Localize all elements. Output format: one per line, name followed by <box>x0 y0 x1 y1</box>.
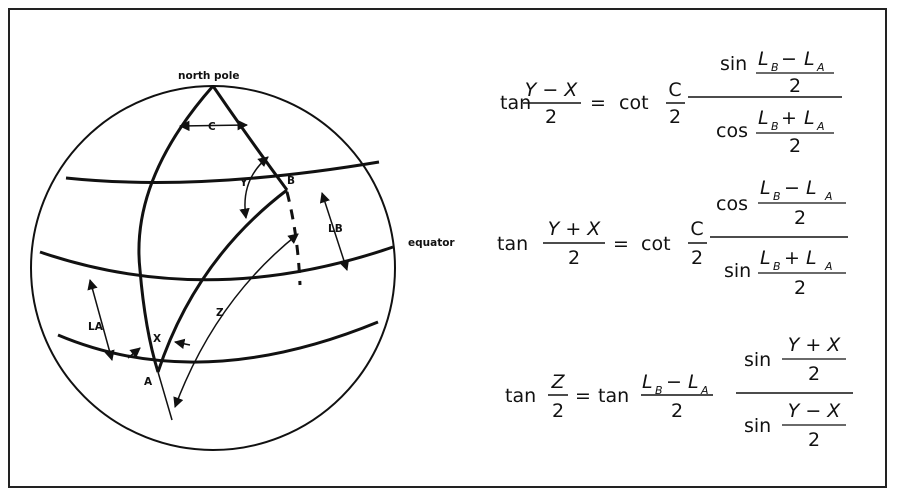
formula-3-lhs-fn: tan <box>505 385 536 407</box>
formula-2-upper-op: − <box>784 177 800 199</box>
equator-line <box>39 245 394 282</box>
formula-1-lower-lb-sub: A <box>816 120 825 133</box>
arc-extension <box>157 371 173 421</box>
formula-3-upper-fn: sin <box>744 349 771 371</box>
formula-1-lower-fn: cos <box>716 120 748 142</box>
point-a-label: A <box>144 376 153 388</box>
formula-2-lower-fn: sin <box>724 260 751 282</box>
sphere-diagram <box>30 85 396 451</box>
formula-1-upper-la-sub: B <box>771 61 779 74</box>
formula-3-rhs-den: 2 <box>671 400 683 422</box>
formula-1-lower-op: + <box>781 107 797 129</box>
formula-1-upper-den: 2 <box>789 75 801 97</box>
formula-2-lhs-den: 2 <box>568 247 580 269</box>
formula-3-lhs-den: 2 <box>552 400 564 422</box>
lat-b-label: LB <box>328 223 343 235</box>
formula-1-upper-fn: sin <box>720 53 747 75</box>
formula-2-lower-lb-sub: A <box>824 260 833 273</box>
angle-x-arrow-right <box>173 338 191 350</box>
formula-2-upper-den: 2 <box>794 207 806 229</box>
meridian-through-a <box>137 85 215 373</box>
meridian-through-b <box>211 85 289 191</box>
arc-z-label: Z <box>216 307 224 319</box>
formula-2-lhs-num: Y + X <box>548 218 602 240</box>
formula-3-rhs-la-sub: B <box>655 384 663 397</box>
formula-3-rhs-lb-sub: A <box>700 384 709 397</box>
lat-b-arrow <box>319 192 350 271</box>
formula-3-rhs-lb: L <box>688 371 699 393</box>
formula-2-rhs-num: C <box>690 218 703 240</box>
formula-2-rhs-fn: cot <box>641 233 671 255</box>
formula-2-upper-lb: L <box>806 177 817 199</box>
formula-3-equals: = <box>575 385 591 407</box>
formula-2-lower-op: + <box>784 247 800 269</box>
formula-3-lower-num: Y − X <box>788 400 842 422</box>
formula-3-rhs-fn: tan <box>598 385 629 407</box>
formula-1-lower-den: 2 <box>789 135 801 157</box>
formula-3-upper-den: 2 <box>808 363 820 385</box>
formula-1-lhs-den: 2 <box>545 106 557 128</box>
formula-1-rhs-fn: cot <box>619 92 649 114</box>
point-b-label: B <box>287 175 295 187</box>
formula-2-upper-lb-sub: A <box>824 190 833 203</box>
formula-1-lower-lb: L <box>804 107 815 129</box>
formula-1-lhs-fn: tan <box>500 92 531 114</box>
formula-3-rhs-op: − <box>666 371 682 393</box>
formula-2-lower-la: L <box>760 247 771 269</box>
formula-1-lhs-num: Y − X <box>525 79 579 101</box>
lat-a-arrow <box>87 278 115 362</box>
formula-1-upper-op: − <box>781 48 797 70</box>
equator-label: equator <box>408 237 455 249</box>
angle-c-label: C <box>208 121 216 133</box>
formula-1-upper-lb-sub: A <box>816 61 825 74</box>
formula-1-lower-la: L <box>758 107 769 129</box>
formula-3: tan Z 2 = tan L B − L A 2 sin Y + X 2 si… <box>505 334 853 451</box>
angle-y-arrow <box>239 156 269 220</box>
formula-2-upper-la-sub: B <box>773 190 781 203</box>
formula-1-rhs-den: 2 <box>669 106 681 128</box>
arc-z-arrow <box>173 233 299 408</box>
formula-1-lower-la-sub: B <box>771 120 779 133</box>
sphere-outline <box>30 85 396 451</box>
formula-2-lower-lb: L <box>806 247 817 269</box>
angle-y-label: Y <box>239 177 248 189</box>
north-pole-label: north pole <box>178 70 239 82</box>
formula-2-lower-la-sub: B <box>773 260 781 273</box>
formula-1: tan Y − X 2 = cot C 2 sin L B − L A 2 co… <box>500 48 842 157</box>
formula-1-upper-la: L <box>758 48 769 70</box>
formula-2: tan Y + X 2 = cot C 2 cos L B − L A 2 si… <box>497 177 848 299</box>
figure-frame <box>8 8 887 488</box>
angle-x-label: X <box>153 333 161 345</box>
formula-1-equals: = <box>590 92 606 114</box>
latitude-line-lower <box>57 320 379 364</box>
formula-3-upper-num: Y + X <box>788 334 842 356</box>
formula-2-equals: = <box>613 233 629 255</box>
formula-2-lhs-fn: tan <box>497 233 528 255</box>
formula-3-lower-fn: sin <box>744 415 771 437</box>
formula-2-upper-fn: cos <box>716 193 748 215</box>
formula-3-lower-den: 2 <box>808 429 820 451</box>
formula-3-lhs-num: Z <box>550 371 565 393</box>
formula-2-upper-la: L <box>760 177 771 199</box>
latitude-line-upper <box>65 160 380 184</box>
formula-2-lower-den: 2 <box>794 277 806 299</box>
angle-x-arrow-left <box>127 347 141 359</box>
formula-2-rhs-den: 2 <box>691 247 703 269</box>
formula-1-upper-lb: L <box>804 48 815 70</box>
lat-a-label: LA <box>88 321 104 333</box>
angle-c-arrow <box>178 119 249 132</box>
formula-1-rhs-num: C <box>668 79 681 101</box>
formula-3-rhs-la: L <box>642 371 653 393</box>
